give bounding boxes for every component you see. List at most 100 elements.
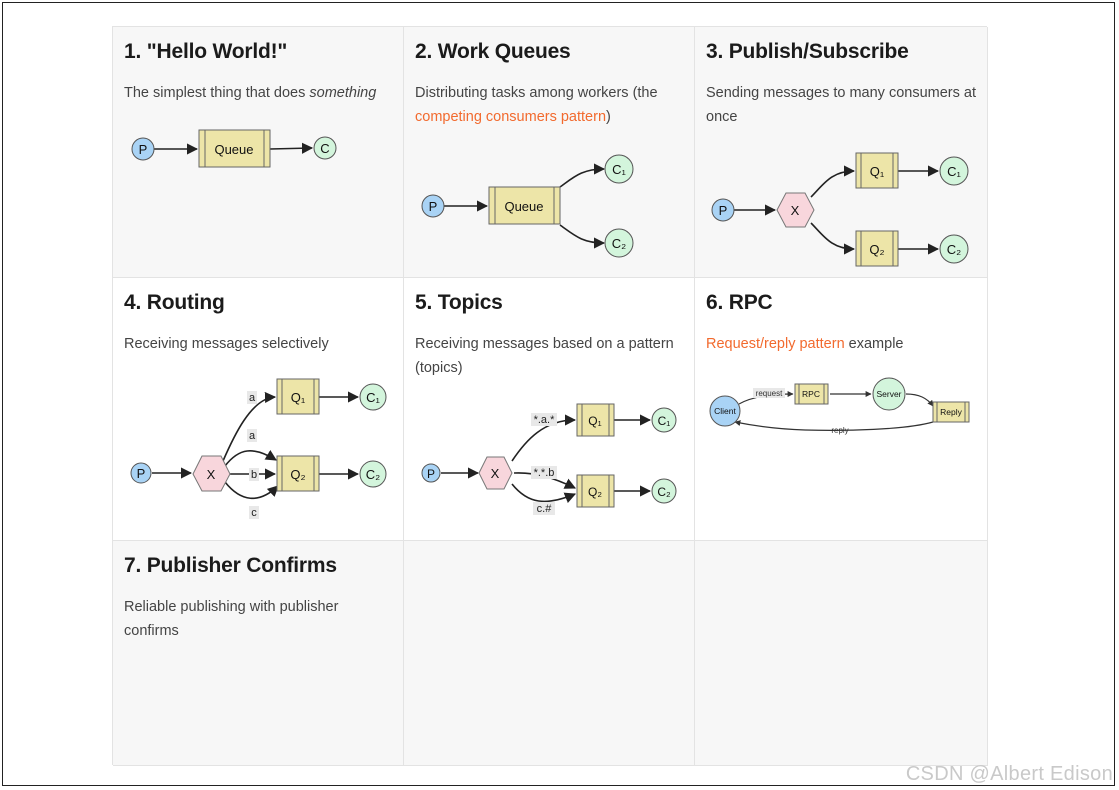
svg-text:P: P bbox=[139, 142, 148, 157]
card-title[interactable]: 6. RPC bbox=[706, 291, 773, 314]
producer-node: P bbox=[421, 463, 441, 483]
consumer2-node: C₂ bbox=[651, 478, 677, 504]
queue2-node: Q₂ bbox=[855, 230, 899, 267]
tutorial-card-work-queues[interactable]: 2. Work Queues Distributing tasks among … bbox=[404, 27, 695, 278]
consumer1-node: C₁ bbox=[939, 156, 969, 186]
card-title[interactable]: 5. Topics bbox=[415, 291, 503, 314]
svg-text:Reply: Reply bbox=[940, 407, 962, 417]
consumer-node: C bbox=[313, 136, 337, 160]
svg-text:C₂: C₂ bbox=[612, 236, 626, 251]
svg-text:*.a.*: *.a.* bbox=[534, 414, 556, 426]
svg-text:X: X bbox=[491, 466, 500, 481]
reply-queue-node: Reply bbox=[932, 401, 970, 423]
rpc-queue-node: RPC bbox=[794, 383, 829, 405]
exchange-node: X bbox=[192, 455, 231, 492]
svg-text:Queue: Queue bbox=[504, 199, 543, 214]
svg-text:X: X bbox=[791, 203, 800, 218]
svg-text:Q₁: Q₁ bbox=[588, 414, 601, 428]
hello-world-diagram: P Queue C bbox=[131, 129, 337, 168]
svg-text:a: a bbox=[249, 392, 256, 404]
svg-text:Q₂: Q₂ bbox=[869, 242, 884, 257]
svg-text:P: P bbox=[137, 466, 146, 481]
competing-consumers-link[interactable]: competing consumers pattern bbox=[415, 109, 607, 125]
consumer1-node: C₁ bbox=[604, 154, 634, 184]
svg-text:C₁: C₁ bbox=[947, 164, 961, 179]
svg-text:Server: Server bbox=[876, 389, 901, 399]
consumer2-node: C₂ bbox=[359, 460, 387, 488]
producer-node: P bbox=[130, 462, 152, 484]
card-description: Sending messages to many consumers at on… bbox=[706, 85, 976, 125]
svg-text:Q₁: Q₁ bbox=[870, 164, 885, 179]
tutorial-card-hello-world[interactable]: 1. "Hello World!" The simplest thing tha… bbox=[113, 27, 404, 278]
svg-text:RPC: RPC bbox=[802, 389, 820, 399]
tutorials-grid: 1. "Hello World!" The simplest thing tha… bbox=[112, 26, 988, 766]
client-node: Client bbox=[709, 395, 741, 427]
svg-text:X: X bbox=[207, 467, 216, 482]
card-title[interactable]: 7. Publisher Confirms bbox=[124, 554, 337, 577]
empty-cell bbox=[404, 541, 695, 766]
consumer2-node: C₂ bbox=[939, 234, 969, 264]
svg-text:C: C bbox=[320, 141, 329, 156]
svg-text:Q₂: Q₂ bbox=[290, 467, 305, 482]
card-title[interactable]: 2. Work Queues bbox=[415, 40, 571, 63]
card-title[interactable]: 4. Routing bbox=[124, 291, 225, 314]
svg-text:P: P bbox=[427, 467, 435, 481]
card-description: Request/reply pattern example bbox=[706, 336, 904, 352]
queue1-node: Q₁ bbox=[276, 378, 320, 415]
tutorial-card-rpc[interactable]: 6. RPC Request/reply pattern example req… bbox=[695, 278, 988, 541]
card-description: Reliable publishing with publisher confi… bbox=[124, 599, 339, 639]
svg-text:Q₂: Q₂ bbox=[588, 485, 602, 499]
queue2-node: Q₂ bbox=[276, 455, 320, 492]
svg-text:Queue: Queue bbox=[214, 142, 253, 157]
svg-text:C₁: C₁ bbox=[658, 414, 671, 428]
tutorial-card-topics[interactable]: 5. Topics Receiving messages based on a … bbox=[404, 278, 695, 541]
svg-text:b: b bbox=[251, 469, 257, 481]
card-description: Distributing tasks among workers (the co… bbox=[415, 85, 658, 125]
card-description: The simplest thing that does something bbox=[124, 85, 377, 101]
producer-node: P bbox=[711, 198, 735, 222]
consumer1-node: C₁ bbox=[359, 383, 387, 411]
server-node: Server bbox=[872, 377, 906, 411]
svg-text:c.#: c.# bbox=[537, 503, 553, 515]
consumer2-node: C₂ bbox=[604, 228, 634, 258]
queue2-node: Q₂ bbox=[576, 474, 615, 508]
svg-text:C₁: C₁ bbox=[366, 390, 380, 405]
svg-text:P: P bbox=[719, 203, 728, 218]
producer-node: P bbox=[131, 137, 155, 161]
svg-text:C₂: C₂ bbox=[366, 467, 380, 482]
request-reply-link[interactable]: Request/reply pattern bbox=[706, 336, 845, 352]
svg-text:C₂: C₂ bbox=[947, 242, 961, 257]
tutorial-card-publisher-confirms[interactable]: 7. Publisher Confirms Reliable publishin… bbox=[113, 541, 404, 766]
svg-text:Client: Client bbox=[714, 406, 736, 416]
card-title[interactable]: 3. Publish/Subscribe bbox=[706, 40, 909, 63]
svg-text:reply: reply bbox=[831, 426, 848, 435]
svg-text:request: request bbox=[756, 389, 783, 398]
watermark: CSDN @Albert Edison bbox=[905, 763, 1113, 785]
svg-text:c: c bbox=[251, 507, 257, 519]
producer-node: P bbox=[421, 194, 445, 218]
queue-node: Queue bbox=[488, 186, 561, 225]
work-queues-diagram: P Queue C₁ C₂ bbox=[421, 154, 634, 258]
svg-text:a: a bbox=[249, 430, 256, 442]
rpc-edge-labels: request reply bbox=[753, 388, 849, 435]
consumer1-node: C₁ bbox=[651, 407, 677, 433]
queue1-node: Q₁ bbox=[855, 152, 899, 189]
card-description: Receiving messages selectively bbox=[124, 336, 329, 352]
svg-text:Q₁: Q₁ bbox=[291, 390, 306, 405]
tutorial-card-publish-subscribe[interactable]: 3. Publish/Subscribe Sending messages to… bbox=[695, 27, 988, 278]
routing-diagram: a a b c P X Q₁ bbox=[130, 378, 387, 519]
topics-diagram: *.a.* *.*.b c.# P X Q₁ bbox=[421, 403, 677, 515]
routing-key-labels: a a b c bbox=[247, 391, 259, 519]
card-title[interactable]: 1. "Hello World!" bbox=[124, 40, 288, 63]
publish-subscribe-diagram: P X Q₁ Q₂ C₁ bbox=[711, 152, 969, 267]
exchange-node: X bbox=[478, 456, 513, 490]
queue-node: Queue bbox=[198, 129, 271, 168]
tutorial-card-routing[interactable]: 4. Routing Receiving messages selectivel… bbox=[113, 278, 404, 541]
rpc-diagram: request reply Client RPC Server bbox=[709, 377, 970, 435]
svg-text:*.*.b: *.*.b bbox=[534, 467, 555, 479]
exchange-node: X bbox=[776, 192, 815, 228]
empty-cell bbox=[695, 541, 988, 766]
binding-key-labels: *.a.* *.*.b c.# bbox=[531, 413, 557, 515]
svg-text:P: P bbox=[429, 199, 438, 214]
